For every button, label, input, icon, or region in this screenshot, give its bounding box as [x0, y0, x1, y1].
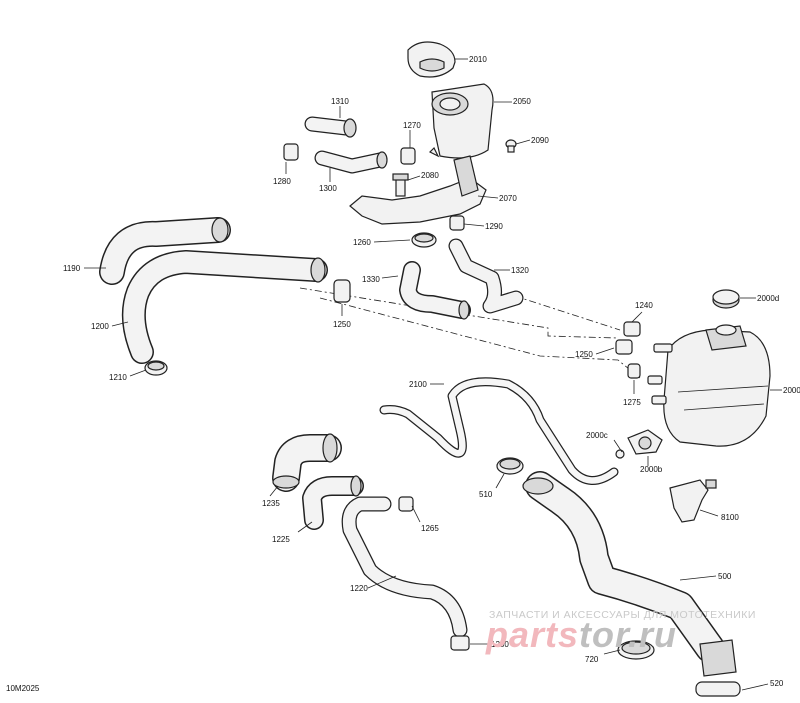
bolt-2080 — [392, 173, 409, 197]
watermark-tagline: ЗАПЧАСТИ И АКСЕССУАРЫ ДЛЯ МОТОТЕХНИКИ — [489, 609, 756, 621]
label-1235: 1235 — [262, 499, 280, 508]
label-2010: 2010 — [469, 55, 487, 64]
hose-1320 — [448, 238, 524, 314]
hose-2100 — [379, 377, 619, 485]
watermark-logo: partstor.ru — [486, 617, 677, 653]
coolant-tank-2000 — [647, 324, 771, 447]
label-2080: 2080 — [421, 171, 439, 180]
screw-2000c — [615, 449, 625, 459]
clamp-1230 — [450, 635, 470, 651]
label-1190: 1190 — [63, 264, 81, 273]
label-1210: 1210 — [109, 373, 127, 382]
label-1260: 1260 — [353, 238, 371, 247]
label-1240: 1240 — [635, 301, 653, 310]
filler-neck-2050 — [428, 83, 494, 159]
assembly-line — [319, 297, 641, 379]
hose-1310 — [304, 116, 357, 138]
leader-lines — [84, 58, 782, 691]
label-2090: 2090 — [531, 136, 549, 145]
label-1230: 1230 — [491, 640, 509, 649]
label-8100: 8100 — [721, 513, 739, 522]
clamp-1260 — [411, 232, 437, 248]
label-2070: 2070 — [499, 194, 517, 203]
watermark-logo-part2: tor.ru — [579, 614, 678, 655]
label-1320: 1320 — [511, 266, 529, 275]
part-labels: 2010 2050 1310 1270 2090 1280 1300 2080 … — [63, 55, 800, 688]
hose-1300 — [314, 150, 388, 174]
clamp-1210 — [144, 360, 168, 376]
label-1265: 1265 — [421, 524, 439, 533]
clamp-1280 — [283, 143, 299, 161]
clamp-1265 — [398, 496, 414, 512]
clamp-1240 — [623, 321, 641, 337]
screw-2090 — [505, 139, 517, 153]
clamp-1250-right — [615, 339, 633, 355]
label-1270: 1270 — [403, 121, 421, 130]
radiator-cap-2010 — [407, 41, 456, 78]
clamp-510 — [496, 457, 524, 475]
label-520: 520 — [770, 679, 784, 688]
bracket-2070 — [349, 155, 487, 225]
label-1220: 1220 — [350, 584, 368, 593]
clamp-1290 — [449, 215, 465, 231]
assembly-line — [514, 295, 621, 331]
label-510: 510 — [479, 490, 493, 499]
label-2000b: 2000b — [640, 465, 663, 474]
label-1200: 1200 — [91, 322, 109, 331]
label-1290: 1290 — [485, 222, 503, 231]
fitting-520 — [695, 639, 741, 697]
label-2000d: 2000d — [757, 294, 779, 303]
label-1300: 1300 — [319, 184, 337, 193]
label-500: 500 — [718, 572, 732, 581]
diagram-code: 10M2025 — [6, 684, 40, 693]
cap-2000d — [712, 289, 740, 309]
label-1280: 1280 — [273, 177, 291, 186]
label-1310: 1310 — [331, 97, 349, 106]
label-2100: 2100 — [409, 380, 427, 389]
label-2000c: 2000c — [586, 431, 608, 440]
clamp-1250 — [333, 279, 351, 303]
hose-1190 — [99, 217, 231, 285]
label-1275: 1275 — [623, 398, 641, 407]
label-1250: 1250 — [333, 320, 351, 329]
clamp-720 — [617, 640, 655, 660]
bracket-8100 — [669, 479, 717, 523]
hose-1330 — [399, 261, 471, 320]
watermark-logo-part1: parts — [486, 614, 580, 655]
clamp-1270 — [400, 147, 416, 165]
label-2050: 2050 — [513, 97, 531, 106]
hose-1220 — [341, 496, 468, 638]
hose-500 — [522, 471, 725, 663]
clamp-1275 — [627, 363, 641, 379]
hose-1200 — [121, 250, 328, 364]
label-1225: 1225 — [272, 535, 290, 544]
elbow-hose-1235 — [272, 433, 342, 492]
label-2000: 2000 — [783, 386, 800, 395]
fitting-2000b — [627, 429, 663, 455]
label-1250-right: 1250 — [575, 350, 593, 359]
label-1330: 1330 — [362, 275, 380, 284]
label-720: 720 — [585, 655, 599, 664]
elbow-hose-1225 — [302, 475, 364, 530]
